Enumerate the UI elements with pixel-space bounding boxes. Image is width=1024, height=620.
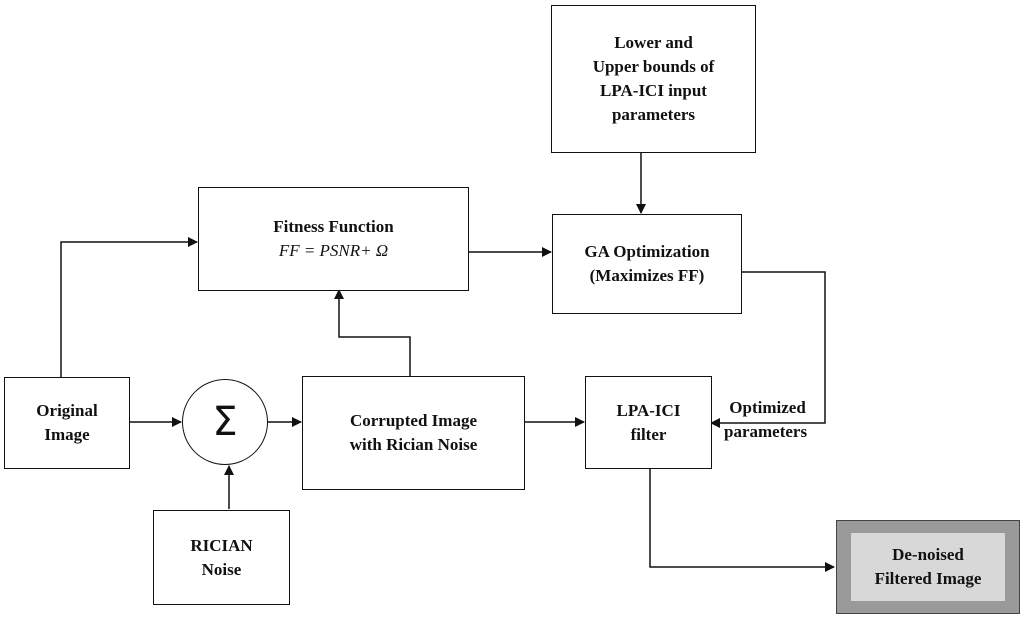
rician-noise-box: RICIAN Noise [153,510,290,605]
optimized-label-line-1: Optimized [729,398,806,417]
arrow-ga-to-lpa [710,271,826,428]
fitness-title: Fitness Function [273,217,394,236]
fitness-equation: FF = PSNR+ Ω [278,241,389,260]
arrow-corrupted-to-fitness [334,289,411,376]
output-line-1: De-noised [892,545,964,564]
bounds-line-4: parameters [611,105,696,124]
original-line-2: Image [44,425,90,444]
summation-node: Σ [182,379,268,465]
ga-line-1: GA Optimization [584,242,710,261]
corrupted-line-1: Corrupted Image [349,411,477,430]
lpa-ici-filter-box: LPA-ICI filter [585,376,712,469]
rician-line-1: RICIAN [190,535,253,555]
original-image-box: Original Image [4,377,130,469]
arrow-original-to-fitness [60,237,198,377]
fitness-function-box: Fitness Function FF = PSNR+ Ω [198,187,469,291]
optimized-parameters-label: Optimized parameters [724,396,807,444]
arrow-lpa-to-output [649,468,835,572]
ga-optimization-box: GA Optimization (Maximizes FF) [552,214,742,314]
corrupted-image-box: Corrupted Image with Rician Noise [302,376,525,490]
rician-line-2: Noise [201,559,242,579]
bounds-line-1: Lower and [614,33,693,52]
corrupted-line-2: with Rician Noise [349,435,478,454]
output-image-box: De-noised Filtered Image [836,520,1020,614]
lpa-line-2: filter [630,424,667,444]
bounds-line-3: LPA-ICI input [600,81,707,100]
lpa-line-1: LPA-ICI [616,400,681,420]
sigma-symbol: Σ [212,399,238,445]
original-line-1: Original [36,401,98,420]
optimized-label-line-2: parameters [724,422,808,441]
ga-line-2: (Maximizes FF) [589,266,705,285]
bounds-line-2: Upper bounds of [592,57,715,76]
output-line-2: Filtered Image [874,569,982,588]
output-image-inner: De-noised Filtered Image [851,533,1005,601]
bounds-box: Lower and Upper bounds of LPA-ICI input … [551,5,756,153]
